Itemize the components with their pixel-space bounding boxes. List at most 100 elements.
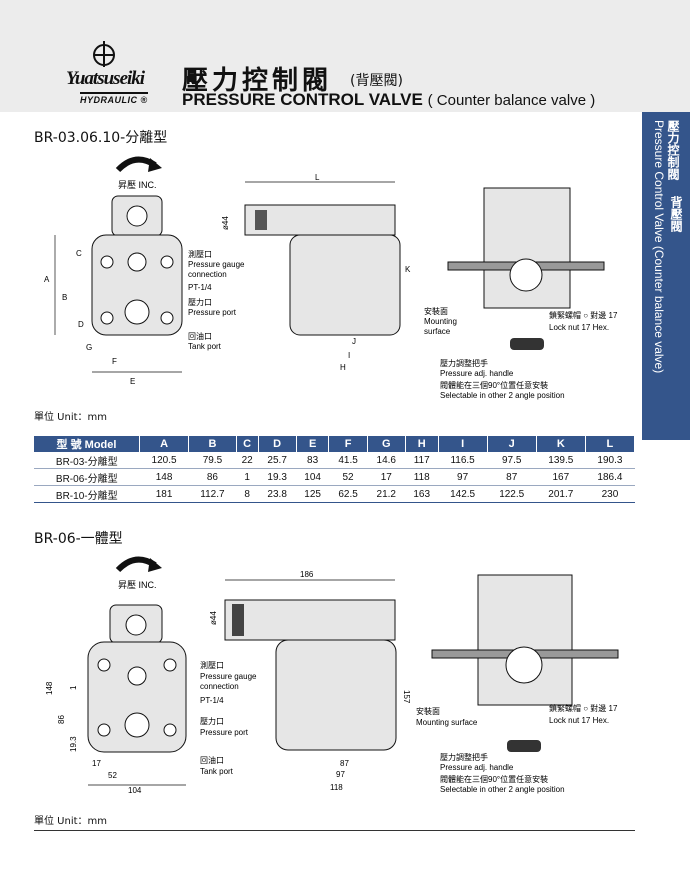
section1-unit: 單位 Unit：mm xyxy=(34,412,108,423)
dim-K: K xyxy=(405,265,411,274)
dim-104: 104 xyxy=(128,786,142,795)
cell: 148 xyxy=(139,468,189,486)
label2-tank-en: Tank port xyxy=(200,767,234,776)
title-english-main: PRESSURE CONTROL VALVE xyxy=(182,90,423,109)
cell: 52 xyxy=(328,468,368,486)
label2-lock-cn: 鎖緊螺帽 ○ 對邊 17 xyxy=(549,703,618,713)
section2-drawing: 昇壓 INC. 148 1 86 19.3 17 52 104 測壓口 Pres… xyxy=(45,556,619,795)
label-gauge-en1: Pressure gauge xyxy=(188,260,245,269)
dim-L: L xyxy=(315,173,320,182)
dim-F: F xyxy=(112,357,117,366)
label2-gauge-cn: 測壓口 xyxy=(200,660,224,670)
label2-gauge-en2: connection xyxy=(200,682,239,691)
cell: 104 xyxy=(296,468,329,486)
cell: 23.8 xyxy=(258,485,297,503)
th-K: K xyxy=(536,436,586,452)
label2-pport-cn: 壓力口 xyxy=(200,716,224,726)
cell: 17 xyxy=(367,468,406,486)
dim-A: A xyxy=(44,275,50,284)
label-handle-en: Pressure adj. handle xyxy=(440,369,514,378)
dim-157: 157 xyxy=(402,690,411,704)
th-C: C xyxy=(236,436,259,452)
cell: 167 xyxy=(536,468,586,486)
spec-table: 型 號 Model A B C D E F G H I J K L BR-03-… xyxy=(34,436,636,503)
label-mount-cn: 安裝面 xyxy=(424,306,448,316)
cell: 186.4 xyxy=(585,468,635,486)
brand-logo: Yuatsuseiki HYDRAULIC ® xyxy=(60,40,180,110)
th-A: A xyxy=(139,436,190,452)
dim-1: 1 xyxy=(69,685,78,690)
title-english: PRESSURE CONTROL VALVE ( Counter balance… xyxy=(182,90,595,110)
label-lock-en: Lock nut 17 Hex. xyxy=(549,323,609,332)
label2-lock-en: Lock nut 17 Hex. xyxy=(549,716,609,725)
label-tank-cn: 回油口 xyxy=(188,331,212,341)
side-tab-cn1: 壓力控制閥 xyxy=(666,120,680,180)
cell: 87 xyxy=(487,468,537,486)
cell: 125 xyxy=(296,485,329,503)
section2-unit: 單位 Unit：mm xyxy=(34,816,108,827)
th-D: D xyxy=(258,436,297,452)
cell: 201.7 xyxy=(536,485,586,503)
dim-52: 52 xyxy=(108,771,117,780)
cell: 8 xyxy=(236,485,259,503)
title-english-sub: ( Counter balance valve ) xyxy=(427,92,596,109)
cell: 116.5 xyxy=(438,452,488,469)
dim-B: B xyxy=(62,293,67,302)
cell: 62.5 xyxy=(328,485,368,503)
label-mount-en2: surface xyxy=(424,327,451,336)
cell: 25.7 xyxy=(258,452,297,469)
cell: 190.3 xyxy=(585,452,635,469)
dim-118: 118 xyxy=(330,783,343,792)
th-H: H xyxy=(405,436,439,452)
th-model: 型 號 Model xyxy=(34,436,140,452)
cell: 97 xyxy=(438,468,488,486)
label2-handle-cn: 壓力調整把手 xyxy=(440,752,488,762)
dim-phi-2: ø44 xyxy=(209,611,218,625)
cell: 120.5 xyxy=(139,452,189,469)
dim-86: 86 xyxy=(57,715,66,724)
th-J: J xyxy=(487,436,537,452)
cell: 21.2 xyxy=(367,485,406,503)
th-E: E xyxy=(296,436,330,452)
label-gauge-en2: connection xyxy=(188,270,227,279)
dim-17: 17 xyxy=(92,759,101,768)
dim-E: E xyxy=(130,377,135,386)
label-lock-cn: 鎖緊螺帽 ○ 對邊 17 xyxy=(549,310,618,320)
dim-J: J xyxy=(352,337,356,346)
cell: 117 xyxy=(405,452,439,469)
inc-label: 昇壓 INC. xyxy=(118,180,157,190)
label2-select-en: Selectable in other 2 angle position xyxy=(440,785,565,794)
th-G: G xyxy=(367,436,406,452)
dim-87: 87 xyxy=(340,759,349,768)
cell: 19.3 xyxy=(258,468,297,486)
brand-name: Yuatsuseiki xyxy=(66,68,145,89)
label2-pport-en: Pressure port xyxy=(200,728,249,737)
brand-symbol-icon xyxy=(93,41,115,67)
th-I: I xyxy=(438,436,488,452)
dim-97: 97 xyxy=(336,770,345,779)
label2-mount-cn: 安裝面 xyxy=(416,706,440,716)
dim-phi: ø44 xyxy=(221,216,230,230)
label2-mount-en: Mounting surface xyxy=(416,718,478,727)
side-tab-cn2: 背壓閥 xyxy=(669,196,683,232)
label-select-cn: 閥體能在三個90°位置任意安裝 xyxy=(440,380,548,390)
label-mount-en1: Mounting xyxy=(424,317,457,326)
label-pport-en: Pressure port xyxy=(188,308,237,317)
cell: 86 xyxy=(188,468,237,486)
dim-C: C xyxy=(76,249,82,258)
side-tab-en: Pressure Control Valve (Counter balance … xyxy=(652,120,666,374)
label-tank-en: Tank port xyxy=(188,342,222,351)
cell: 112.7 xyxy=(188,485,237,503)
cell: 22 xyxy=(236,452,259,469)
title-chinese-sub: (背壓閥) xyxy=(350,73,403,89)
cell: BR-03-分離型 xyxy=(34,452,140,469)
side-tab-text: 壓力控制閥 Pressure Control Valve (Counter ba… xyxy=(652,120,680,373)
label2-select-cn: 閥體能在三個90°位置任意安裝 xyxy=(440,774,548,784)
title-chinese: 壓力控制閥 xyxy=(182,66,333,96)
label2-handle-en: Pressure adj. handle xyxy=(440,763,514,772)
table-header-row: 型 號 Model A B C D E F G H I J K L xyxy=(34,436,636,452)
th-L: L xyxy=(585,436,636,452)
cell: 139.5 xyxy=(536,452,586,469)
